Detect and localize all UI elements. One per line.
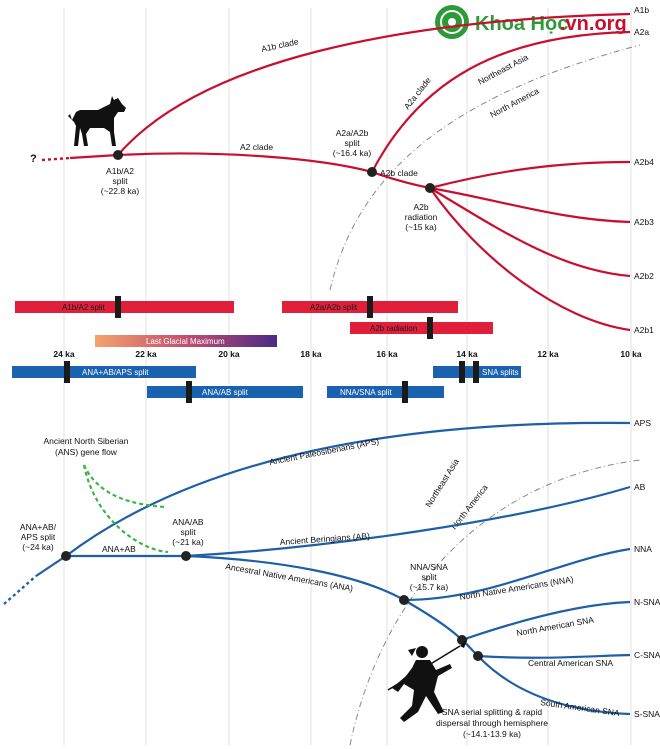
bar-a1b-a2-split (15, 301, 234, 313)
leaf-aps: APS (634, 418, 651, 428)
leaf-a2b1: A2b1 (634, 325, 654, 335)
branch-a2b-clade: A2b clade (380, 168, 418, 178)
tick-24ka: 24 ka (53, 349, 75, 359)
bar-ana-ab-aps-split (12, 366, 196, 378)
bar-a1b-a2-split-label: A1b/A2 split (62, 303, 105, 312)
branch-a2a-clade: A2a clade (402, 75, 433, 111)
branch-a2-clade: A2 clade (240, 142, 273, 152)
label-ans-gene-flow: Ancient North Siberian(ANS) gene flow (43, 436, 128, 457)
bar-sna-splits-label: SNA splits (482, 368, 518, 377)
node-ana-ab-aps: ANA+AB/APS split(~24 ka) (20, 522, 57, 552)
leaf-s-sna: S-SNA (634, 709, 660, 719)
bar-lgm-label: Last Glacial Maximum (146, 337, 225, 346)
bar-last-glacial-maximum (95, 335, 277, 347)
branch-aps: Ancient Paleosiberians (APS) (268, 436, 380, 467)
leaf-a2b2: A2b2 (634, 271, 654, 281)
branch-c-sna: Central American SNA (528, 658, 613, 668)
leaf-a2b3: A2b3 (634, 217, 654, 227)
ans-gene-flow-arrow-2 (82, 464, 169, 554)
branch-n-sna: North American SNA (516, 614, 595, 638)
leaf-a2a: A2a (634, 27, 649, 37)
bar-a2a-a2b-split-label: A2a/A2b split (310, 303, 358, 312)
branch-ana-ab: ANA+AB (102, 544, 136, 554)
leaf-ab: AB (634, 482, 646, 492)
bar-ana-ab-split-label: ANA/AB split (202, 388, 249, 397)
tick-18ka: 18 ka (300, 349, 322, 359)
leaf-n-sna: N-SNA (634, 597, 660, 607)
dog-root-question: ? (30, 153, 37, 165)
dog-tree: Northeast Asia North America ? A1b clade… (30, 5, 654, 335)
dog-silhouette-icon (68, 96, 126, 146)
tick-12ka: 12 ka (537, 349, 559, 359)
human-tree: Northeast Asia North America Ancient Pal… (3, 418, 660, 746)
leaf-a2b4: A2b4 (634, 157, 654, 167)
bar-nna-sna-split (327, 386, 444, 398)
dog-time-bars: A1b/A2 split A2a/A2b split A2b radiation… (15, 296, 493, 347)
bar-nna-sna-split-label: NNA/SNA split (340, 388, 392, 397)
leaf-c-sna: C-SNA (634, 650, 660, 660)
time-axis: 24 ka 22 ka 20 ka 18 ka 16 ka 14 ka 12 k… (53, 349, 642, 359)
branch-s-sna: South American SNA (540, 697, 621, 718)
hunter-silhouette-icon (387, 638, 468, 722)
bar-a2b-radiation (350, 322, 493, 334)
tick-10ka: 10 ka (620, 349, 642, 359)
bar-ana-ab-aps-split-label: ANA+AB/APS split (82, 368, 149, 377)
tick-22ka: 22 ka (135, 349, 157, 359)
human-time-bars: ANA+AB/APS split ANA/AB split NNA/SNA sp… (12, 361, 521, 403)
tick-20ka: 20 ka (218, 349, 240, 359)
dog-region-northeast-asia: Northeast Asia (476, 52, 530, 87)
ans-gene-flow-arrow-1 (82, 464, 166, 509)
leaf-a1b: A1b (634, 5, 649, 15)
branch-a1b-clade: A1b clade (260, 36, 299, 54)
branch-nna: North Native Americans (NNA) (459, 574, 575, 602)
bar-a2b-radiation-label: A2b radiation (370, 324, 417, 333)
leaf-nna: NNA (634, 544, 652, 554)
tick-14ka: 14 ka (456, 349, 478, 359)
tick-16ka: 16 ka (376, 349, 398, 359)
human-region-northeast-asia: Northeast Asia (423, 457, 461, 509)
dog-region-north-america: North America (488, 86, 540, 120)
watermark-suffix: .vn.org (560, 13, 627, 35)
